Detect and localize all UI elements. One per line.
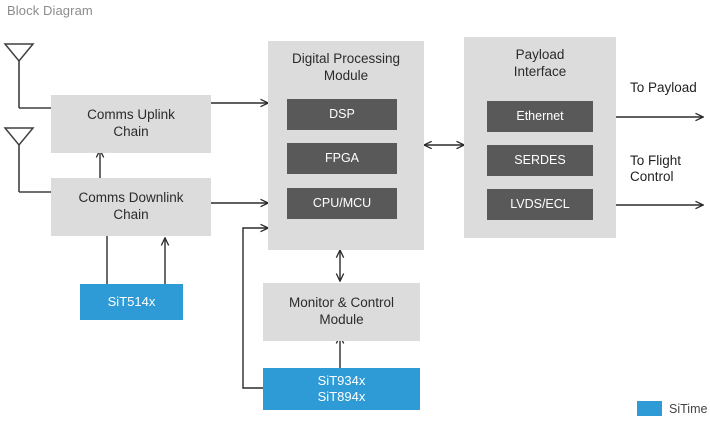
ethernet-label: Ethernet xyxy=(516,108,564,123)
sit894x-label: SiT894x xyxy=(317,389,366,404)
lvds-ecl-block[interactable]: LVDS/ECL xyxy=(487,189,593,220)
payload-interface-title: Payload Interface xyxy=(464,47,616,81)
serdes-label: SERDES xyxy=(514,152,566,167)
dpm-title-line1: Digital Processing xyxy=(291,51,401,66)
monitor-control-module-block[interactable]: Monitor & Control Module xyxy=(263,283,420,341)
comms-uplink-label: Comms Uplink Chain xyxy=(51,107,211,141)
comms-downlink-label: Comms Downlink Chain xyxy=(51,190,211,224)
sit514x-label: SiT514x xyxy=(107,293,156,309)
sit934x-label: SiT934x xyxy=(317,372,366,388)
serdes-block[interactable]: SERDES xyxy=(487,145,593,176)
comms-downlink-chain-block[interactable]: Comms Downlink Chain xyxy=(51,178,211,236)
dsp-block[interactable]: DSP xyxy=(287,99,397,130)
legend-label: SiTime xyxy=(669,401,708,416)
comms-uplink-line2: Chain xyxy=(113,124,149,139)
fpga-block[interactable]: FPGA xyxy=(287,143,397,174)
comms-downlink-line2: Chain xyxy=(113,207,149,222)
legend-color-swatch xyxy=(637,401,662,416)
comms-uplink-line1: Comms Uplink xyxy=(87,107,175,123)
monitor-control-line2: Module xyxy=(319,312,364,327)
cpu-mcu-label: CPU/MCU xyxy=(312,195,372,210)
lvds-ecl-label: LVDS/ECL xyxy=(510,196,570,211)
downlink-antenna-icon xyxy=(3,127,52,193)
legend: SiTime xyxy=(637,401,707,416)
to-flight-control-label: To Flight Control xyxy=(630,153,682,185)
fpga-label: FPGA xyxy=(324,150,360,165)
sit934x-894x-label: SiT934x SiT894x xyxy=(263,373,420,406)
monitor-control-label: Monitor & Control Module xyxy=(263,295,420,329)
ethernet-block[interactable]: Ethernet xyxy=(487,101,593,132)
sit514x-block[interactable]: SiT514x xyxy=(80,284,183,320)
page-title: Block Diagram xyxy=(7,3,93,18)
monitor-control-line1: Monitor & Control xyxy=(288,295,395,311)
dsp-label: DSP xyxy=(329,106,355,121)
dpm-title-line2: Module xyxy=(323,67,369,83)
to-payload-label: To Payload xyxy=(630,80,697,95)
comms-downlink-line1: Comms Downlink xyxy=(78,190,184,206)
uplink-antenna-icon xyxy=(3,43,52,109)
payload-title-line2: Interface xyxy=(513,63,567,79)
sit934x-894x-block[interactable]: SiT934x SiT894x xyxy=(263,368,420,410)
comms-uplink-chain-block[interactable]: Comms Uplink Chain xyxy=(51,95,211,153)
digital-processing-module-title: Digital Processing Module xyxy=(268,51,424,85)
cpu-mcu-block[interactable]: CPU/MCU xyxy=(287,188,397,219)
payload-title-line1: Payload xyxy=(515,47,565,62)
